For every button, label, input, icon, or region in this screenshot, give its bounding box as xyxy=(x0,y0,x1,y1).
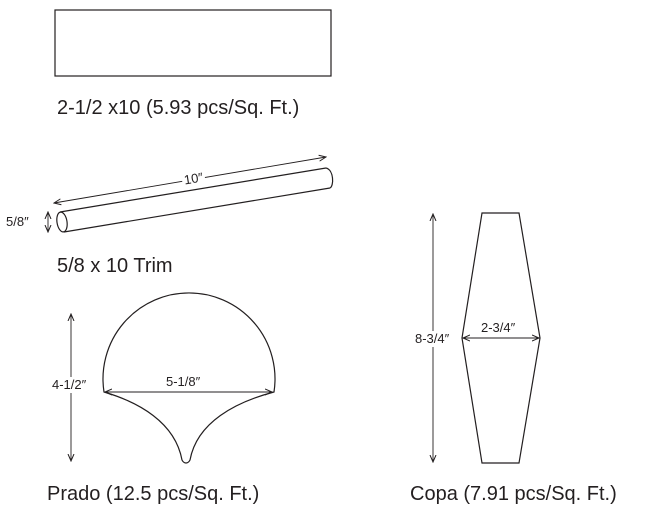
trim-tile-caption: 5/8 x 10 Trim xyxy=(57,255,173,277)
rectangle-tile-caption: 2-1/2 x10 (5.93 pcs/Sq. Ft.) xyxy=(57,97,300,119)
prado-tile-caption: Prado (12.5 pcs/Sq. Ft.) xyxy=(47,483,260,505)
copa-width-label: 2-3/4″ xyxy=(481,320,516,335)
copa-height-label: 8-3/4″ xyxy=(413,331,452,347)
prado-width-label: 5-1/8″ xyxy=(166,374,201,389)
copa-tile-caption: Copa (7.91 pcs/Sq. Ft.) xyxy=(410,483,617,505)
trim-height-label: 5/8″ xyxy=(6,214,29,229)
prado-tile-shape xyxy=(102,292,276,464)
rectangle-tile-shape xyxy=(54,9,332,77)
prado-height-label: 4-1/2″ xyxy=(50,377,89,393)
